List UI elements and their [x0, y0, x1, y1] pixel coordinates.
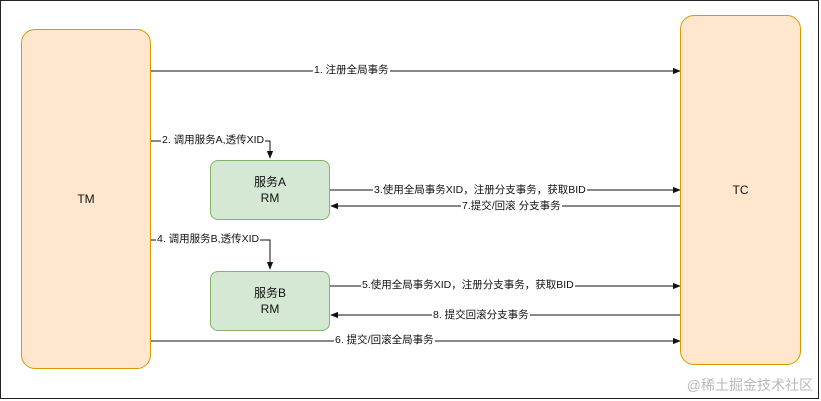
tm-label: TM — [77, 192, 95, 206]
tm-node[interactable]: TM — [21, 29, 151, 369]
edge-2-label: 2. 调用服务A,透传XID — [161, 134, 266, 147]
edge-8-label: 8. 提交回滚分支事务 — [432, 309, 530, 322]
service-b-role: RM — [260, 302, 280, 316]
edge-3-label: 3.使用全局事务XID，注册分支事务，获取BID — [373, 184, 587, 197]
service-a-role: RM — [260, 191, 280, 205]
edge-7-label: 7.提交/回滚 分支事务 — [461, 200, 562, 213]
edge-5-label: 5.使用全局事务XID，注册分支事务，获取BID — [361, 279, 575, 292]
service-b-name: 服务B — [253, 286, 286, 300]
watermark: @稀土掘金技术社区 — [686, 377, 813, 393]
edge-6-label: 6. 提交/回滚全局事务 — [334, 334, 435, 347]
service-a-node[interactable]: 服务A RM — [210, 160, 330, 220]
tc-node[interactable]: TC — [680, 15, 801, 365]
tc-label: TC — [732, 183, 749, 197]
service-a-name: 服务A — [253, 175, 286, 189]
edge-4-label: 4. 调用服务B,透传XID — [156, 233, 261, 246]
service-b-node[interactable]: 服务B RM — [210, 271, 330, 331]
edge-1-label: 1. 注册全局事务 — [313, 64, 390, 77]
